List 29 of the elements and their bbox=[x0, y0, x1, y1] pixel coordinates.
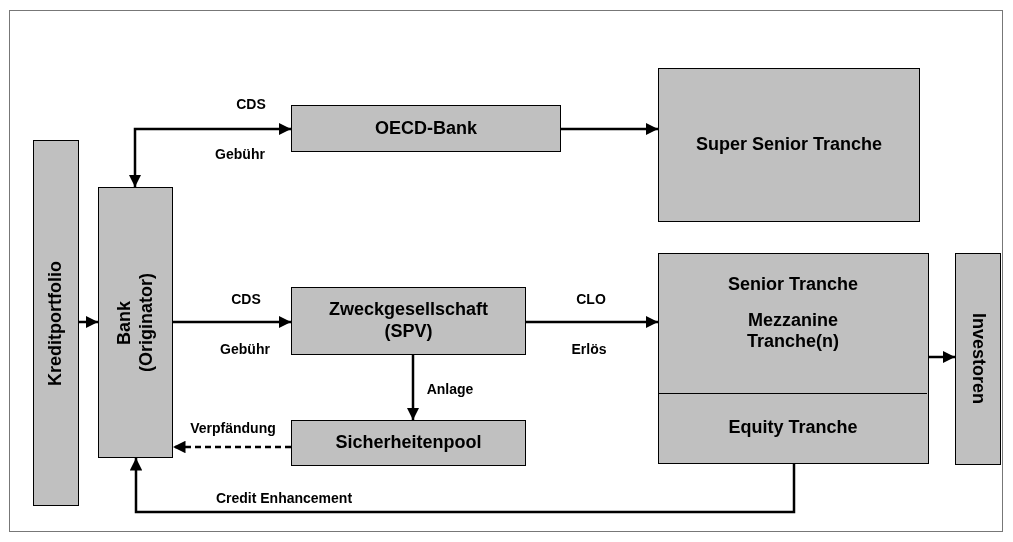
box-label: Equity Tranche bbox=[728, 417, 858, 439]
process-box bbox=[291, 105, 561, 152]
box-label: Super Senior Tranche bbox=[695, 134, 883, 156]
process-box bbox=[33, 140, 79, 506]
edge-label: Verpfändung bbox=[189, 420, 277, 437]
box-label: Kreditportfolio bbox=[45, 260, 67, 386]
process-box bbox=[98, 187, 173, 458]
process-box bbox=[955, 253, 1001, 465]
box-label: Mezzanine Tranche(n) bbox=[746, 309, 840, 353]
box-label: Bank (Originator) bbox=[113, 272, 157, 374]
arrow bbox=[406, 355, 420, 420]
process-box bbox=[291, 420, 526, 466]
arrow bbox=[929, 350, 955, 364]
box-label: Zweckgesellschaft (SPV) bbox=[327, 299, 490, 343]
box-label: Sicherheitenpool bbox=[335, 432, 482, 454]
box-label: OECD-Bank bbox=[375, 117, 477, 140]
box-label: Senior Tranche bbox=[727, 274, 858, 296]
arrow bbox=[173, 440, 291, 454]
arrow bbox=[129, 458, 796, 514]
arrow bbox=[128, 122, 291, 187]
edge-label: Anlage bbox=[425, 381, 475, 398]
tranche-stack-box bbox=[658, 253, 929, 464]
process-box bbox=[658, 68, 920, 222]
arrow bbox=[79, 315, 98, 329]
process-box bbox=[291, 287, 526, 355]
arrow bbox=[173, 315, 291, 329]
box-label: Investoren bbox=[967, 313, 989, 405]
arrow bbox=[561, 122, 658, 136]
arrow bbox=[526, 315, 658, 329]
